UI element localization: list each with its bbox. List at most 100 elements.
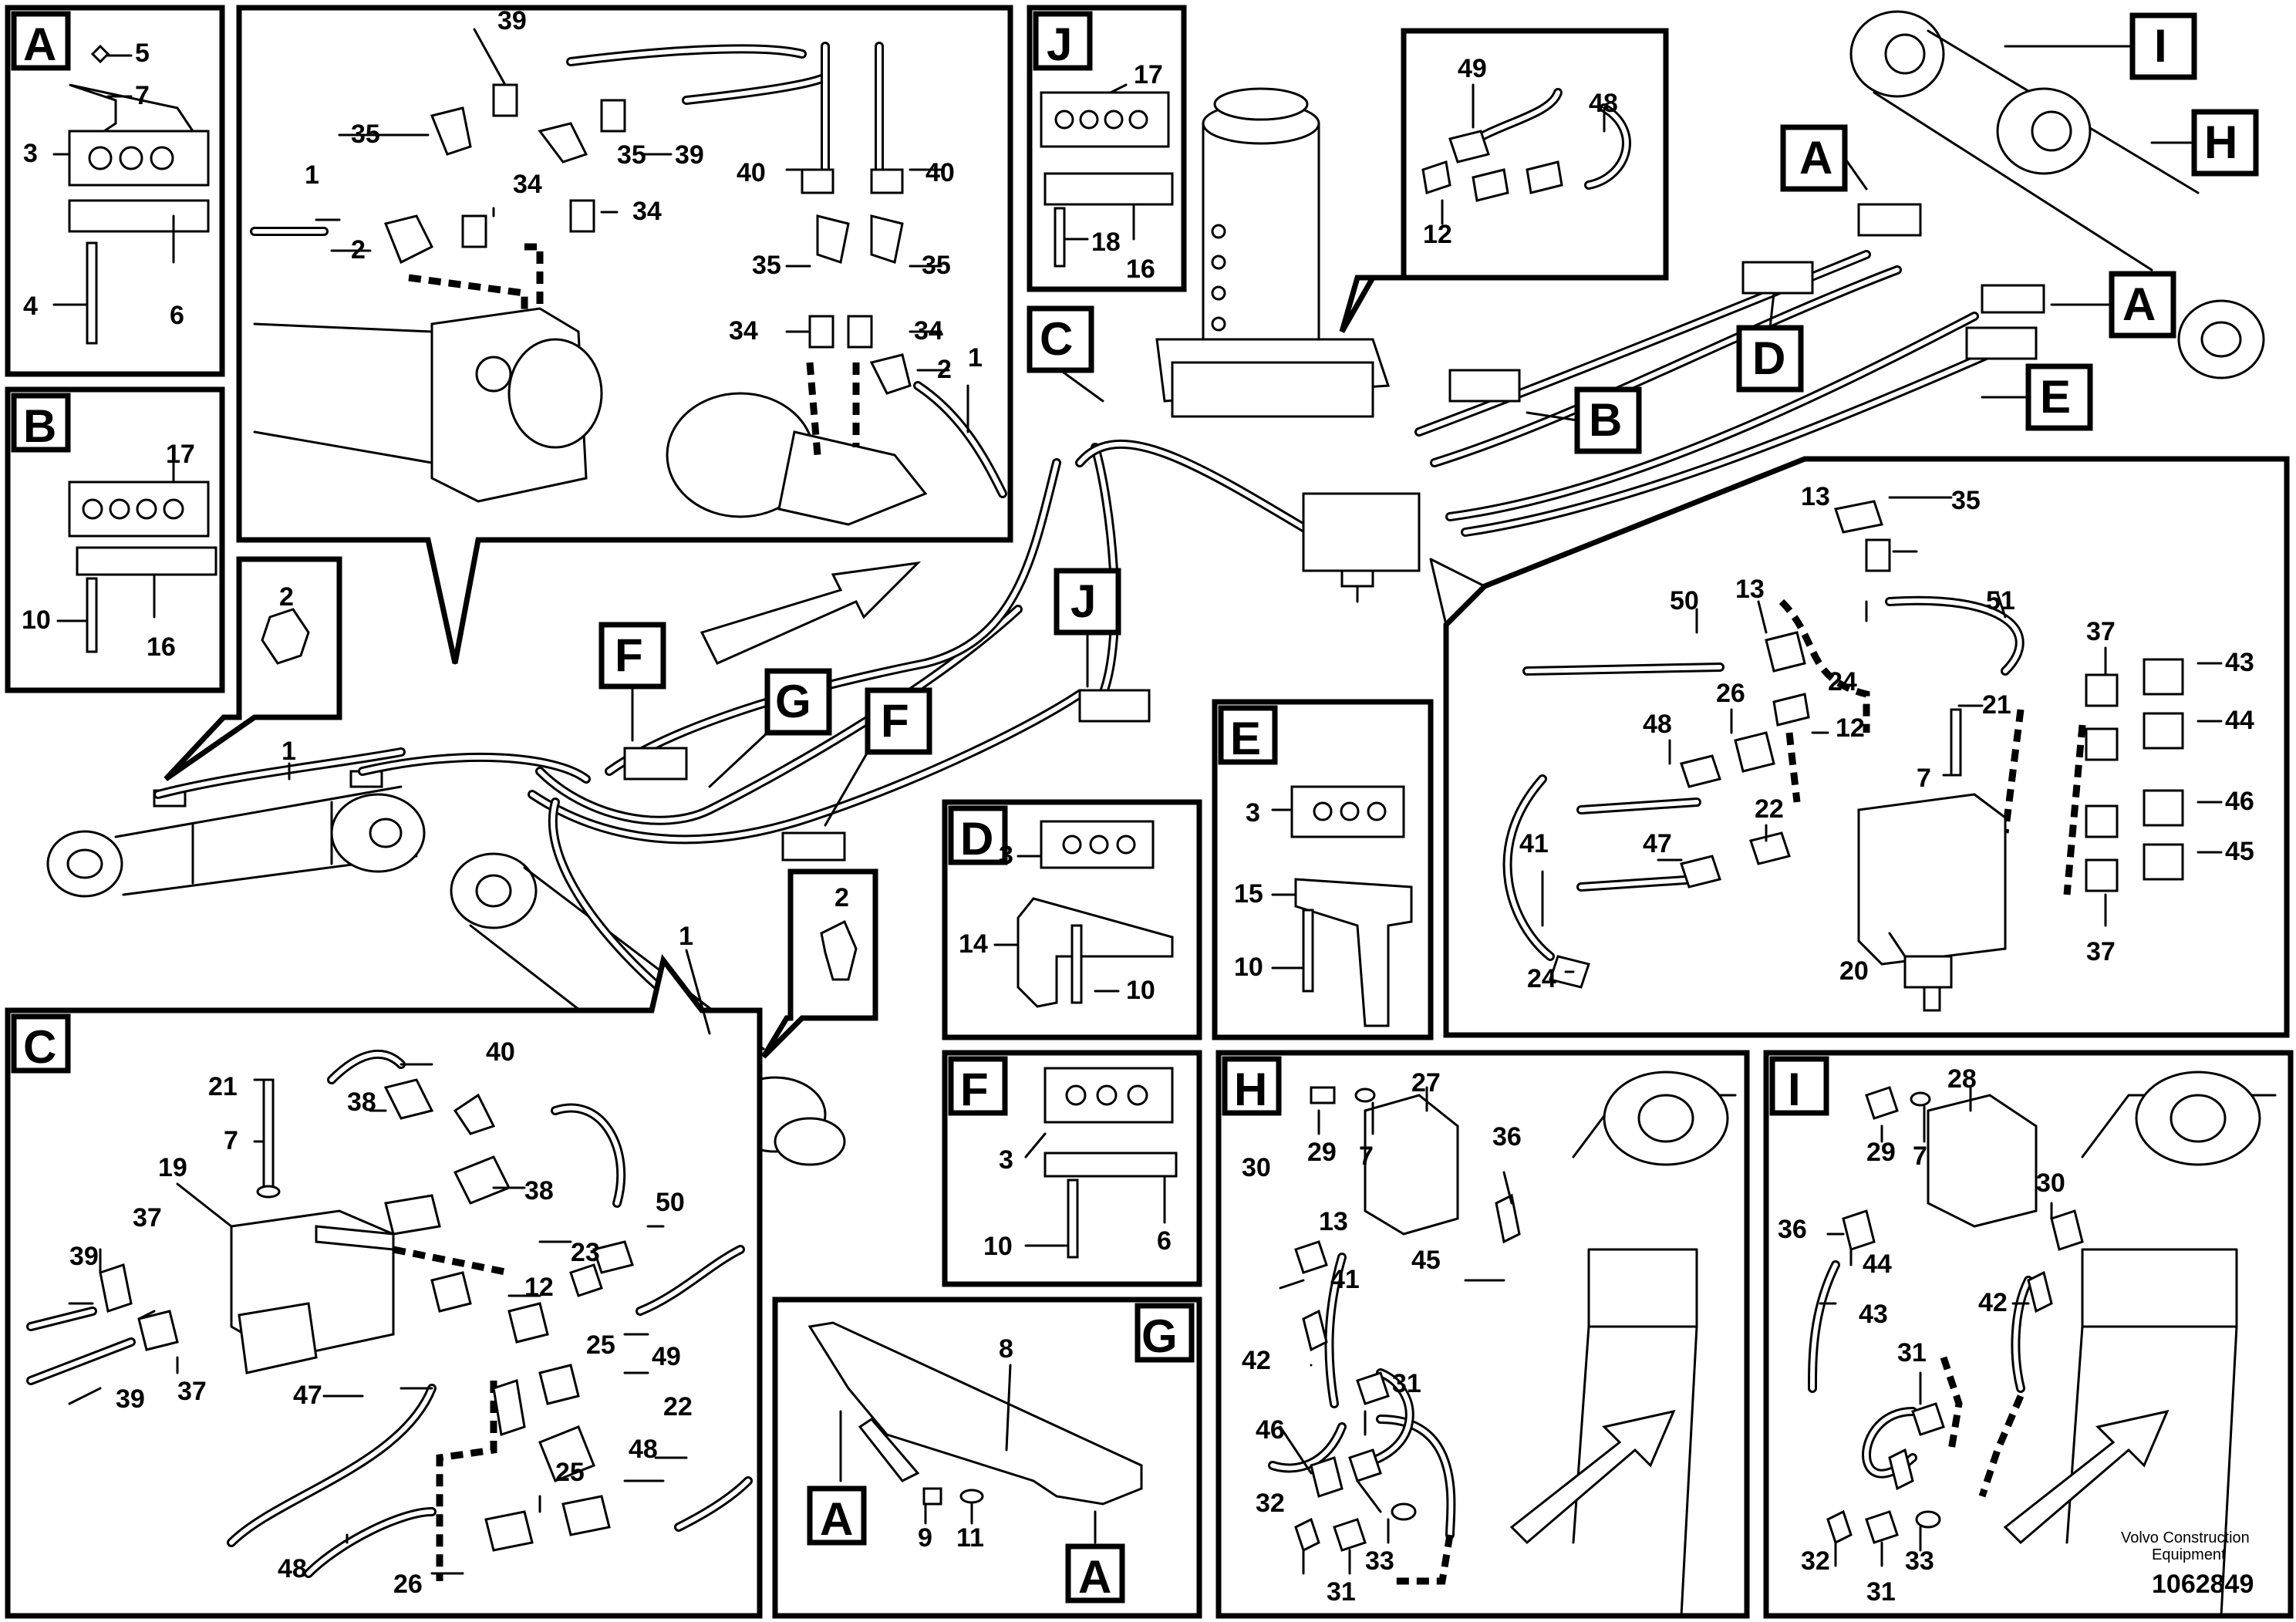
detail-top-part-16: 1	[968, 343, 983, 373]
panel-h-part-12: 32	[1256, 1489, 1285, 1518]
ref-b: B	[1589, 394, 1622, 446]
panel-h-part-10: 46	[1256, 1415, 1285, 1445]
detail-valve-part-3: 50	[1670, 586, 1699, 615]
panel-h-part-7: 41	[1330, 1265, 1360, 1294]
detail-valve-part-19: 45	[2225, 837, 2254, 866]
panel-a-label: A	[23, 19, 56, 70]
panel-j-part-2: 18	[1091, 228, 1121, 257]
panel-c-part-8: 40	[486, 1037, 515, 1067]
panel-e: E 3 15 10	[1212, 699, 1434, 1040]
panel-a-part-5: 6	[170, 301, 184, 330]
panel-h: H 27 29 7 30 36 13 41 45 42 46 31 32 3	[1215, 1050, 1750, 1619]
detail-valve-part-14: 7	[1917, 764, 1931, 793]
detail-valve-part-11: 48	[1643, 710, 1672, 739]
detail-top: 39 35 35 39 1 34 34 2 40 40 35 35 34 34 …	[236, 5, 1013, 665]
panel-h-part-1: 27	[1411, 1068, 1441, 1098]
panel-b-label: B	[23, 400, 56, 452]
panel-h-label: H	[1234, 1064, 1267, 1115]
panel-e-label: E	[1230, 713, 1261, 764]
panel-d: D 3 14 10	[942, 799, 1202, 1040]
panel-i-part-2: 29	[1866, 1138, 1896, 1167]
ref-j: J	[1070, 575, 1096, 627]
panel-c-part-21: 26	[393, 1570, 423, 1599]
detail-valve-part-17: 41	[1519, 829, 1549, 858]
panel-i-part-6: 44	[1863, 1249, 1892, 1279]
panel-d-part-2: 14	[959, 929, 988, 959]
panel-h-part-6: 13	[1319, 1207, 1348, 1236]
panel-i-part-3: 7	[1913, 1141, 1927, 1171]
panel-c-part-1: 21	[208, 1072, 238, 1101]
panel-h-part-4: 30	[1242, 1153, 1271, 1182]
detail-top-part-8: 2	[351, 235, 366, 265]
detail-49-48-part-1: 49	[1458, 54, 1487, 83]
panel-c-label: C	[23, 1021, 56, 1073]
panel-f-part-2: 10	[983, 1232, 1013, 1261]
ref-h: H	[2204, 116, 2237, 168]
panel-f-part-1: 3	[999, 1145, 1013, 1175]
panel-h-part-5: 36	[1492, 1122, 1522, 1152]
panel-h-part-9: 42	[1242, 1346, 1271, 1375]
detail-valve-part-2: 35	[1951, 486, 1981, 515]
detail-valve: 13 35 50 13 51 37 43 24 21 44 48 26 12 7…	[1429, 456, 2290, 1038]
detail-valve-part-4: 13	[1735, 575, 1765, 604]
callout-part-1b: 1	[679, 922, 693, 951]
panel-e-part-2: 15	[1234, 879, 1263, 909]
ref-i: I	[2154, 20, 2167, 72]
detail-top-part-10: 40	[925, 158, 955, 187]
detail-49-48-part-3: 12	[1423, 220, 1452, 249]
panel-c-part-18: 25	[555, 1458, 585, 1487]
detail-top-part-12: 35	[922, 251, 951, 280]
detail-valve-part-9: 21	[1982, 690, 2011, 720]
detail-valve-part-12: 26	[1716, 679, 1745, 708]
boom-end-drawing	[1849, 10, 2265, 379]
panel-h-part-14: 33	[1365, 1546, 1394, 1576]
panel-c-part-9: 38	[347, 1088, 376, 1117]
panel-c-part-7: 39	[116, 1384, 145, 1414]
panel-b-part-3: 16	[147, 632, 176, 662]
panel-i-part-5: 30	[2036, 1168, 2065, 1198]
ref-a-right: A	[2122, 278, 2156, 330]
panel-i-part-11: 31	[1866, 1577, 1896, 1607]
detail-valve-part-20: 24	[1527, 964, 1556, 993]
detail-hose-49-48: 49 48 12	[1339, 28, 1669, 333]
ref-e: E	[2040, 371, 2071, 423]
detail-valve-part-8: 24	[1828, 667, 1857, 696]
callout-part-1a: 1	[282, 737, 296, 766]
panel-i-part-12: 33	[1905, 1546, 1934, 1576]
main-callouts: 2 1 1 2 A I H A D B E C J	[164, 12, 2259, 1059]
detail-valve-part-10: 44	[2225, 706, 2254, 735]
detail-top-part-9: 40	[737, 158, 766, 187]
detail-valve-part-22: 37	[2086, 937, 2116, 966]
panel-b: B 17 10 16	[5, 386, 225, 693]
detail-top-part-13: 34	[729, 316, 758, 346]
panel-c: C 21 7 19 37 39 37 39	[5, 953, 763, 1619]
panel-c-part-12: 23	[571, 1238, 600, 1267]
panel-d-label: D	[960, 813, 993, 865]
ref-g: G	[775, 676, 811, 727]
detail-49-48-part-2: 48	[1589, 89, 1618, 118]
panel-h-part-8: 45	[1411, 1246, 1441, 1275]
panel-i-label: I	[1788, 1064, 1801, 1115]
ref-d: D	[1752, 332, 1785, 384]
ref-c: C	[1040, 313, 1073, 365]
panel-c-part-17: 22	[663, 1392, 693, 1421]
panel-h-part-13: 31	[1327, 1577, 1356, 1607]
main-valve-drawing	[1302, 492, 1421, 603]
panel-c-part-16: 47	[293, 1381, 322, 1410]
panel-g-label: G	[1141, 1310, 1178, 1362]
panel-c-part-19: 48	[629, 1435, 658, 1464]
ref-f-right: F	[881, 695, 909, 747]
detail-valve-part-1: 13	[1801, 482, 1830, 511]
detail-valve-part-18: 47	[1643, 829, 1672, 858]
brand-line-1: Volvo Construction	[2121, 1529, 2250, 1546]
detail-valve-part-15: 22	[1755, 794, 1784, 824]
panel-i-part-9: 31	[1897, 1338, 1927, 1367]
panel-j-part-1: 17	[1134, 60, 1163, 89]
panel-b-part-1: 17	[166, 440, 195, 469]
ref-f-left: F	[615, 629, 643, 681]
detail-top-part-3: 35	[617, 140, 646, 170]
panel-g: G A A 8 9 11	[772, 1297, 1202, 1619]
panel-a-part-2: 7	[135, 81, 150, 110]
swivel-drawing	[1155, 87, 1391, 418]
